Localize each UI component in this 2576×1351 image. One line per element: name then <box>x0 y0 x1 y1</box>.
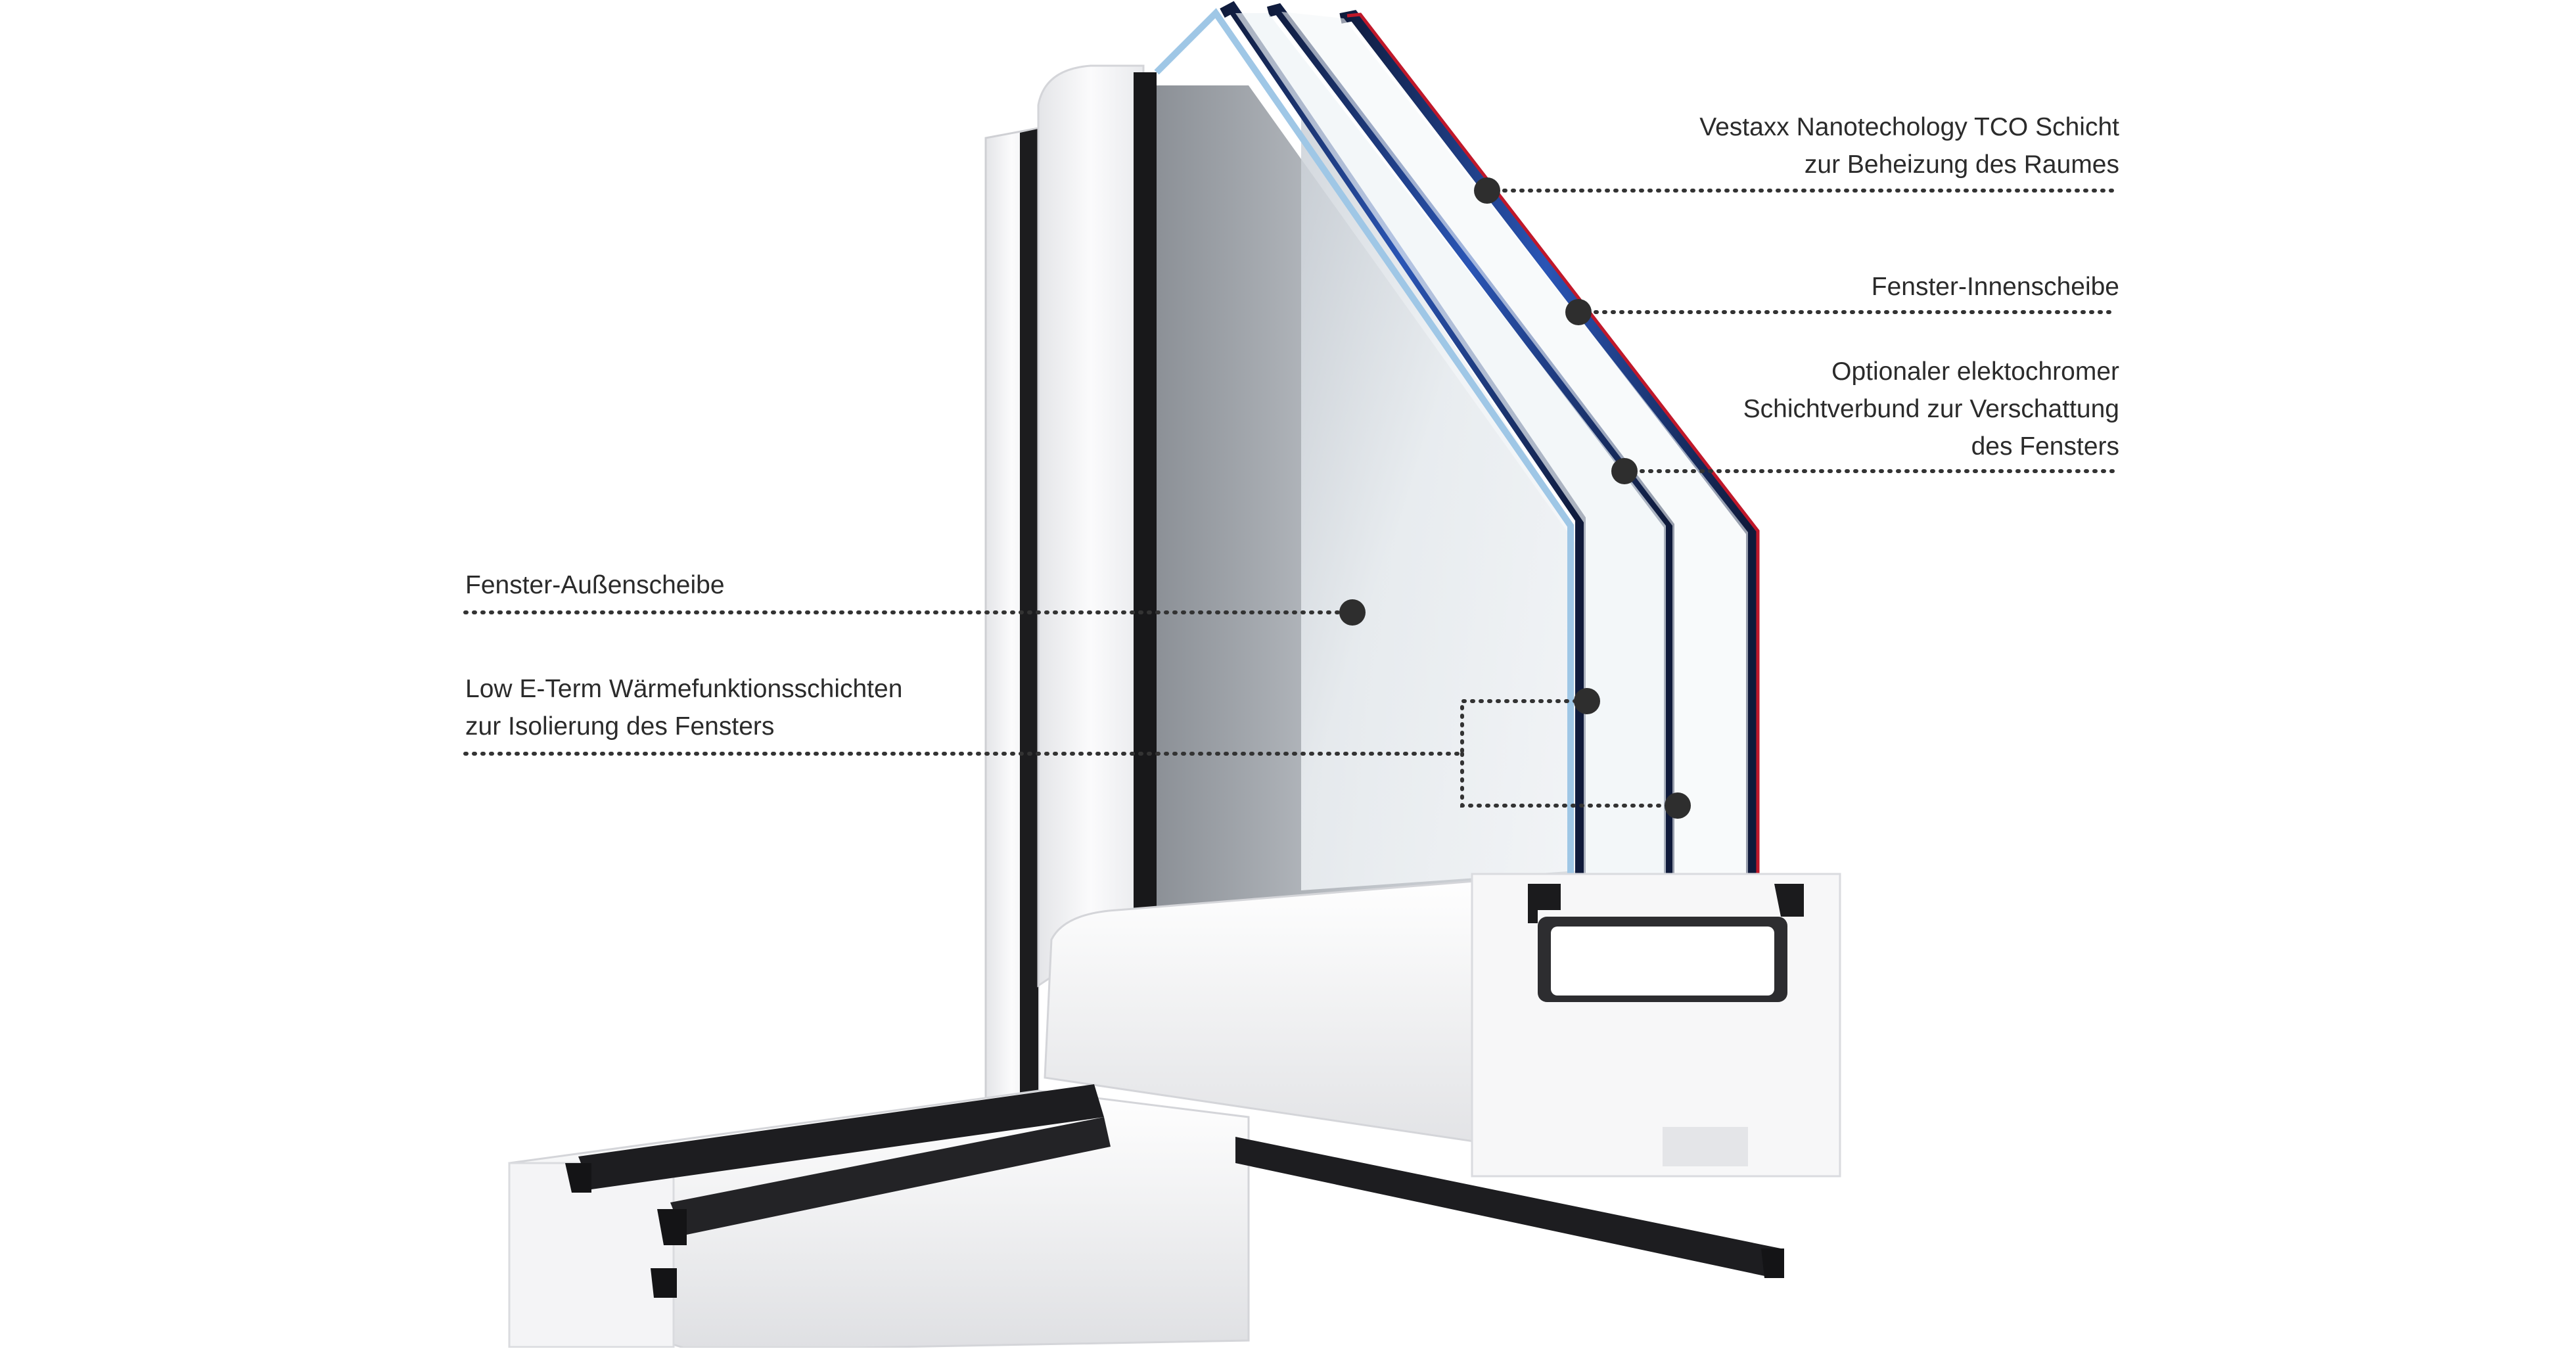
callout-dot <box>1574 688 1600 714</box>
outer-frame-cross-section <box>508 1162 675 1348</box>
glazing-clip-left <box>1528 884 1561 923</box>
callout-low-e-line-2: zur Isolierung des Fensters <box>465 712 775 741</box>
callout-electrochromic: Optionaler elektochromer Schichtverbund … <box>1743 353 2119 465</box>
sill-gasket-clip-2 <box>657 1209 687 1245</box>
sill-gasket-rail-1 <box>578 1084 1104 1189</box>
sill-gasket-rail-2 <box>670 1117 1111 1235</box>
callout-electrochromic-line-1: Optionaler elektochromer <box>1831 357 2119 386</box>
callout-tco-layer-line-1: Vestaxx Nanotechology TCO Schicht <box>1699 113 2119 141</box>
sill-gasket-clip-1 <box>565 1163 591 1193</box>
pane-edge-blue-2 <box>1266 3 1674 881</box>
callout-low-e-line-1: Low E-Term Wärmefunktionsschichten <box>465 675 903 703</box>
leader-low-e <box>463 699 1586 756</box>
outer-frame-gasket-vertical <box>1020 129 1038 1117</box>
glazing-clip-right <box>1774 884 1804 917</box>
leader-low-e-branch <box>1460 752 1678 808</box>
glazing-pocket-inner <box>1551 927 1774 996</box>
sash-gasket-vertical <box>1134 72 1157 923</box>
callout-outer-pane: Fenster-Außenscheibe <box>465 566 725 604</box>
glass-gap-2 <box>1281 12 1748 874</box>
sash-gasket-rail <box>1235 1137 1781 1278</box>
callout-tco-layer: Vestaxx Nanotechology TCO Schicht zur Be… <box>1699 108 2119 183</box>
callout-outer-pane-line-1: Fenster-Außenscheibe <box>465 571 725 599</box>
pane-edge-blue-3 <box>1339 10 1757 881</box>
callout-low-e: Low E-Term Wärmefunktionsschichten zur I… <box>465 670 902 745</box>
sill-gasket-clip-3 <box>651 1268 677 1298</box>
pane-edge-red <box>1346 12 1760 879</box>
sash-gasket-clip <box>1761 1248 1784 1278</box>
glass-mid-pane <box>1301 85 1577 890</box>
callout-dot <box>1474 177 1500 204</box>
callout-electrochromic-line-2: Schichtverbund zur Verschattung <box>1743 395 2119 423</box>
glass-gap-1 <box>1235 13 1666 874</box>
callout-electrochromic-line-3: des Fensters <box>1971 432 2119 461</box>
callout-dot <box>1611 458 1638 484</box>
pane-edge-outer <box>1154 8 1574 881</box>
callout-dot <box>1565 299 1592 325</box>
callout-inner-pane-line-1: Fenster-Innenscheibe <box>1871 273 2119 301</box>
sash-notch <box>1663 1127 1748 1166</box>
callout-inner-pane: Fenster-Innenscheibe <box>1872 268 2119 306</box>
callout-dot <box>1665 792 1691 819</box>
callout-tco-layer-line-2: zur Beheizung des Raumes <box>1804 150 2119 179</box>
callout-dot <box>1339 599 1366 626</box>
